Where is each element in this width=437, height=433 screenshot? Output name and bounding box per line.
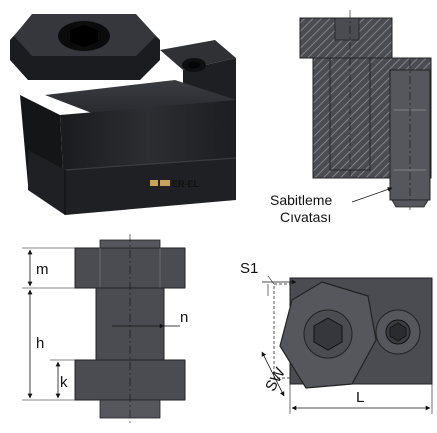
label-k: k <box>60 374 68 391</box>
label-n: n <box>180 309 188 326</box>
dim-sw <box>261 351 285 397</box>
label-s1: S1 <box>240 260 258 277</box>
label-m: m <box>36 261 49 278</box>
brand-logo <box>150 180 170 186</box>
t-nut-foot <box>28 150 236 215</box>
top-view-drawing <box>261 275 433 414</box>
t-nut-upper-face <box>45 80 236 120</box>
callout-line2: Cıvatası <box>280 209 331 225</box>
label-sw: SW <box>262 364 289 394</box>
label-h: h <box>36 335 44 352</box>
section-drawing <box>299 10 432 210</box>
clamp-block-top-face <box>160 40 236 70</box>
brand-text: ER-EL <box>172 179 200 189</box>
front-view-drawing <box>22 234 186 424</box>
top-hex-socket <box>313 317 343 351</box>
label-l: L <box>356 389 364 406</box>
callout-line1: Sabitleme <box>270 192 332 208</box>
product-photo: ER-EL <box>10 14 237 215</box>
